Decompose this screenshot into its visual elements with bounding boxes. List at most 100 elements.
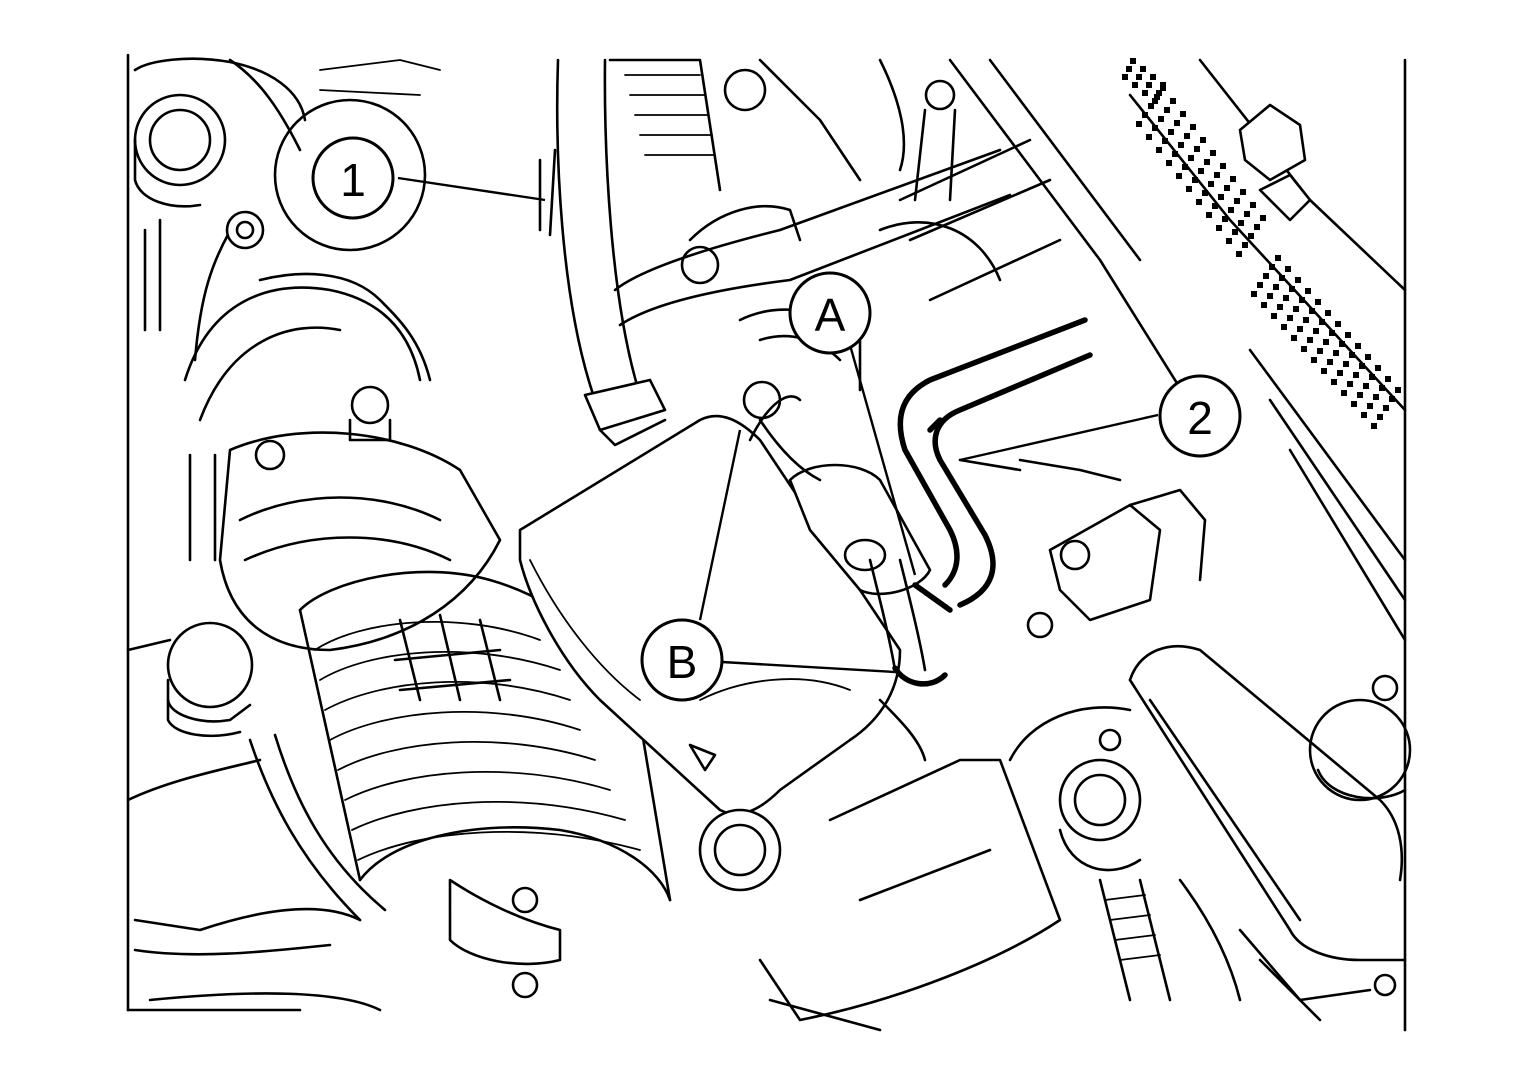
bottom-right-components	[1238, 928, 1397, 1022]
grille-dot	[1210, 150, 1216, 156]
grille-dot	[1236, 251, 1242, 257]
grille-dot	[1285, 266, 1291, 272]
grille-dot	[1371, 423, 1377, 429]
grille-dot	[1156, 147, 1162, 153]
canister	[758, 418, 932, 596]
grille-dot	[1190, 124, 1196, 130]
grille-dot	[1361, 412, 1367, 418]
grille-dot	[1186, 186, 1192, 192]
grille-dot	[1222, 216, 1228, 222]
grille-dot	[1263, 273, 1269, 279]
leader-A	[848, 344, 917, 576]
grille-dot	[1365, 354, 1371, 360]
grille-dot	[1385, 376, 1391, 382]
hose-clamps	[868, 558, 953, 762]
grille-dot	[1281, 324, 1287, 330]
grille-dot	[1188, 155, 1194, 161]
grille-dot	[1351, 401, 1357, 407]
grille-dot	[1250, 202, 1256, 208]
grille-dot	[1122, 74, 1128, 80]
callout-1-label: 1	[340, 154, 366, 206]
grille-dot	[1146, 82, 1152, 88]
grille-dot	[1232, 229, 1238, 235]
leader-B-2	[721, 660, 896, 674]
grille-dot	[1389, 396, 1395, 402]
grille-dot	[1234, 198, 1240, 204]
grille-dot	[1214, 172, 1220, 178]
grille-dot	[1317, 348, 1323, 354]
top-left-components	[133, 57, 441, 362]
grille-dot	[1395, 387, 1401, 393]
grille-dot	[1140, 66, 1146, 72]
grille-dot	[1297, 326, 1303, 332]
grille-dot	[1152, 125, 1158, 131]
grille-dot	[1198, 168, 1204, 174]
grille-dot	[1359, 363, 1365, 369]
grille-dot	[1287, 315, 1293, 321]
right-middle-bracket	[958, 458, 1207, 639]
grille-dot	[1373, 394, 1379, 400]
grille-dot	[1202, 190, 1208, 196]
grille-dot	[1341, 390, 1347, 396]
grille-dot	[1329, 330, 1335, 336]
grille-dot	[1130, 58, 1136, 64]
engine-cover-right	[1128, 58, 1412, 962]
grille-dot	[1325, 310, 1331, 316]
grille-dot	[1152, 98, 1158, 104]
bottom-left-bracket	[133, 907, 382, 1012]
leader-lines	[397, 176, 1159, 674]
callout-2: 2	[1158, 374, 1242, 458]
grille-dot	[1251, 291, 1257, 297]
grille-dot	[1248, 233, 1254, 239]
leader-2	[959, 413, 1159, 462]
grille-dot	[1355, 343, 1361, 349]
drawing-border-lines	[126, 53, 1407, 1032]
grille-dot	[1240, 189, 1246, 195]
grille-dot	[1299, 297, 1305, 303]
grille-dot	[1212, 203, 1218, 209]
grille-dot	[1331, 379, 1337, 385]
callout-2-label: 2	[1187, 392, 1213, 444]
grille-dot	[1337, 370, 1343, 376]
grille-dot	[1154, 94, 1160, 100]
grille-dot	[1136, 121, 1142, 127]
grille-dot	[1174, 120, 1180, 126]
grille-dot	[1335, 321, 1341, 327]
grille-dot	[1184, 133, 1190, 139]
grille-dot	[1293, 306, 1299, 312]
grille-dot	[1218, 194, 1224, 200]
grille-dot	[1367, 403, 1373, 409]
grille-dot	[1254, 224, 1260, 230]
grille-pattern	[1122, 58, 1401, 429]
grille-dot	[1309, 308, 1315, 314]
grille-dot	[1369, 374, 1375, 380]
grille-dot	[1158, 116, 1164, 122]
grille-dot	[1307, 337, 1313, 343]
grille-dot	[1142, 112, 1148, 118]
grille-dot	[1170, 98, 1176, 104]
grille-dot	[1349, 352, 1355, 358]
air-intake-assembly	[183, 272, 502, 652]
grille-dot	[1303, 317, 1309, 323]
grille-dot	[1228, 207, 1234, 213]
grille-dot	[1289, 286, 1295, 292]
leader-B-1	[698, 429, 742, 621]
grille-dot	[1283, 295, 1289, 301]
grille-dot	[1343, 361, 1349, 367]
grille-dot	[1333, 350, 1339, 356]
grille-dot	[1327, 359, 1333, 365]
grille-dot	[1377, 414, 1383, 420]
left-lower-cap	[126, 621, 387, 922]
grille-dot	[1192, 177, 1198, 183]
grille-dot	[1196, 199, 1202, 205]
grille-dot	[1168, 129, 1174, 135]
grille-dot	[1164, 107, 1170, 113]
grille-dot	[1148, 103, 1154, 109]
callout-A-label: A	[815, 289, 846, 341]
grille-dot	[1353, 372, 1359, 378]
grille-dot	[1216, 225, 1222, 231]
grille-dot	[1357, 392, 1363, 398]
grille-dot	[1273, 284, 1279, 290]
vertical-hose-1	[538, 58, 667, 447]
